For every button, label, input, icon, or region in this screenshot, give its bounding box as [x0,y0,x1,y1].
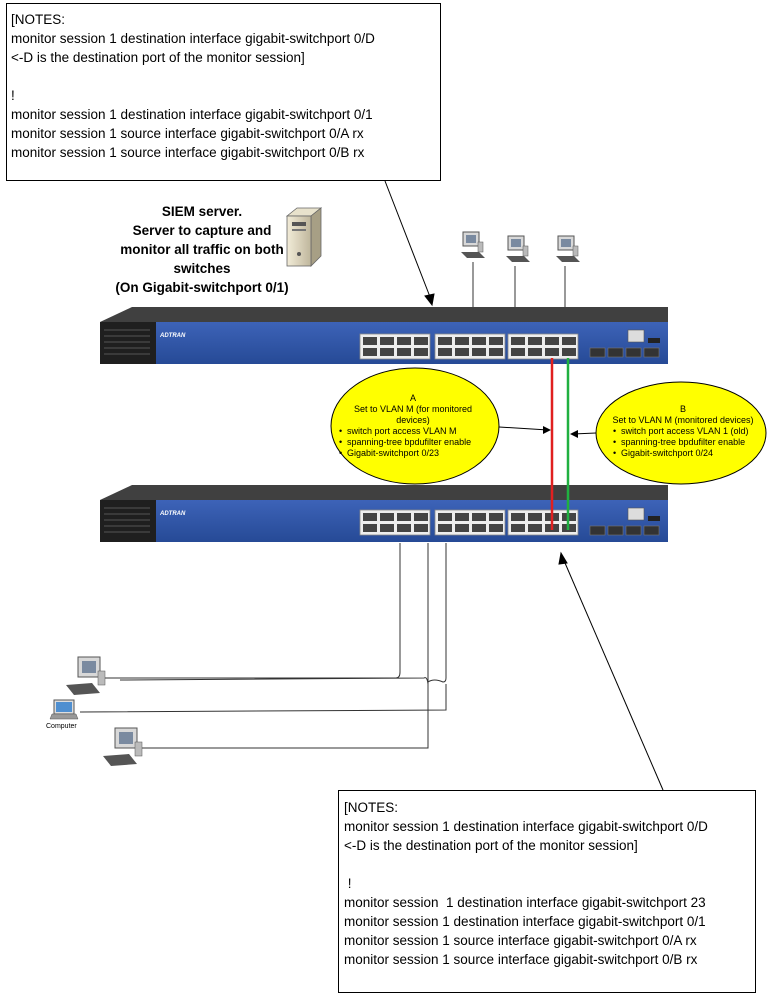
workstation-icon [66,656,106,695]
bubble-b-bullets: switch port access VLAN 1 (old) spanning… [603,426,763,459]
note-line: <-D is the destination port of the monit… [11,50,305,65]
bubble-a-bullet: switch port access VLAN M [339,426,488,437]
workstation-icon [461,231,485,258]
note-line: monitor session 1 destination interface … [344,895,706,910]
bubble-b-bullet: Gigabit-switchport 0/24 [613,448,763,459]
note-line: <-D is the destination port of the monit… [344,838,638,853]
note-line: monitor session 1 source interface gigab… [11,126,364,141]
note-line: [NOTES: [344,800,399,815]
bottom-note-arrowhead [558,551,568,565]
note-pointer-lines [384,180,664,791]
bottom-computer-cables [79,543,447,749]
workstation-icon [103,727,143,766]
siem-label-line: switches [173,261,231,276]
note-line: monitor session 1 destination interface … [344,819,708,834]
top-note-arrowhead [424,293,435,307]
bubble-a-bullets: switch port access VLAN M spanning-tree … [338,426,488,459]
siem-label-line: Server to capture and [132,223,272,238]
bubble-a-subtitle-2: devices) [396,415,430,425]
note-line: monitor session 1 destination interface … [11,107,373,122]
note-line: monitor session 1 source interface gigab… [344,952,698,967]
top-switch: ADTRAN [100,307,668,364]
computer-label: Computer [46,723,77,730]
bubble-b-bullet: switch port access VLAN 1 (old) [613,426,763,437]
bubble-a-bullet: spanning-tree bpdufilter enable [339,437,488,448]
siem-server-label: SIEM server. Server to capture and monitor… [96,202,308,297]
note-line: ! [11,88,15,103]
note-line: monitor session 1 destination interface … [344,914,706,929]
workstation-icon [506,235,530,262]
notes-bottom: [NOTES: monitor session 1 destination int… [338,790,756,993]
bubble-b-bullet: spanning-tree bpdufilter enable [613,437,763,448]
inter-switch-links [550,358,570,530]
switch-brand: ADTRAN [159,333,186,339]
bubble-a-bullet: Gigabit-switchport 0/23 [339,448,488,459]
workstation-icon [556,235,580,262]
cable-1b [119,543,447,685]
bottom-switch: ADTRAN [100,485,668,542]
note-line: monitor session 1 source interface gigab… [344,933,697,948]
note-line: [NOTES: [11,12,66,27]
note-line [344,855,755,874]
bubble-b-subtitle: Set to VLAN M (monitored devices) [612,415,754,425]
note-line [11,67,440,86]
bubble-b-title: B [679,404,686,414]
bubble-b-text: B Set to VLAN M (monitored devices) swit… [603,404,763,459]
bubble-a-subtitle-1: Set to VLAN M (for monitored [353,404,473,414]
top-note-pointer [384,180,433,303]
siem-label-line: (On Gigabit-switchport 0/1) [115,280,289,295]
cable-3 [136,543,429,749]
siem-label-line: SIEM server. [161,204,243,219]
top-workstation-cables [472,262,566,308]
notes-top: [NOTES: monitor session 1 destination int… [6,3,441,181]
note-line: monitor session 1 source interface gigab… [11,145,365,160]
cable-1 [104,543,401,679]
note-line: ! [344,876,352,891]
server-icon [285,207,323,267]
siem-label-line: monitor all traffic on both [120,242,284,257]
bubble-a-text: A Set to VLAN M (for monitored devices) … [338,393,488,459]
bubble-a-title: A [409,393,416,403]
bottom-note-pointer [561,555,664,791]
note-line: monitor session 1 destination interface … [11,31,375,46]
cable-2 [79,684,447,713]
switch-brand: ADTRAN [159,511,186,517]
laptop-icon [49,699,79,720]
top-workstations [461,231,580,262]
